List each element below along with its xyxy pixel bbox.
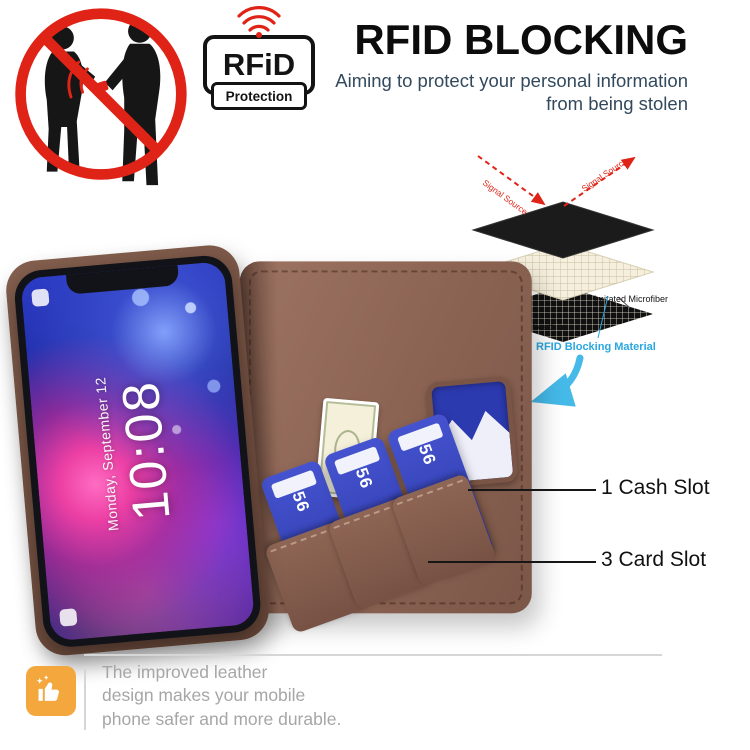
prohibition-circle (15, 8, 187, 180)
cash-slot-pointer-line (468, 489, 596, 491)
card-number: 56 (288, 488, 314, 515)
rfid-protection-badge: RFiD Protection (203, 6, 315, 110)
badge-subtitle: Protection (211, 82, 307, 110)
quality-badge (26, 666, 76, 716)
card-slot-label: 3 Card Slot (601, 548, 707, 571)
footer-description: The improved leather design makes your m… (102, 661, 341, 731)
rfid-material-pointer-line (597, 295, 609, 339)
sparkle-icon (43, 675, 49, 680)
signal-source-out-label: Signal Source (580, 156, 630, 194)
microfiber-label: Imitated Microfiber (594, 294, 668, 304)
footer-line-3: phone safer and more durable. (102, 708, 342, 729)
rfid-material-label: RFID Blocking Material (536, 341, 656, 353)
radio-waves-icon (237, 6, 281, 38)
page-subtitle: Aiming to protect your personal informat… (335, 70, 688, 115)
footer-line-2: design makes your mobile (102, 685, 306, 706)
phone-screen: Monday, September 12 10:08 (20, 261, 256, 642)
curved-down-arrow-icon (530, 354, 584, 407)
microfiber-pointer-line (617, 296, 631, 309)
card-number: 56 (351, 465, 377, 492)
header: RFID BLOCKING Aiming to protect your per… (335, 16, 688, 115)
thumbs-up-icon (36, 675, 60, 701)
footer-line-1: The improved leather (102, 662, 268, 682)
subtitle-line-2: from being stolen (546, 92, 688, 114)
layer-leather (471, 201, 655, 259)
card-slot-pointer-line (428, 561, 596, 563)
card-number: 56 (414, 441, 440, 468)
sparkle-icon (36, 677, 43, 684)
footer-divider (84, 654, 662, 656)
lockscreen-time: 10:08 (111, 378, 182, 523)
cash-slot-label: 1 Cash Slot (601, 476, 710, 499)
no-pickpocket-sign (15, 8, 187, 186)
flashlight-icon (31, 288, 50, 307)
page-title: RFID BLOCKING (354, 16, 688, 63)
phone: Monday, September 12 10:08 (12, 253, 263, 650)
subtitle-line-1: Aiming to protect your personal informat… (335, 70, 688, 91)
wallet-case-product: 56 02/20 ME 56 02/20 ME 56 02/20 ME (3, 206, 552, 669)
footer-vertical-divider (84, 666, 86, 730)
camera-icon (59, 608, 78, 627)
